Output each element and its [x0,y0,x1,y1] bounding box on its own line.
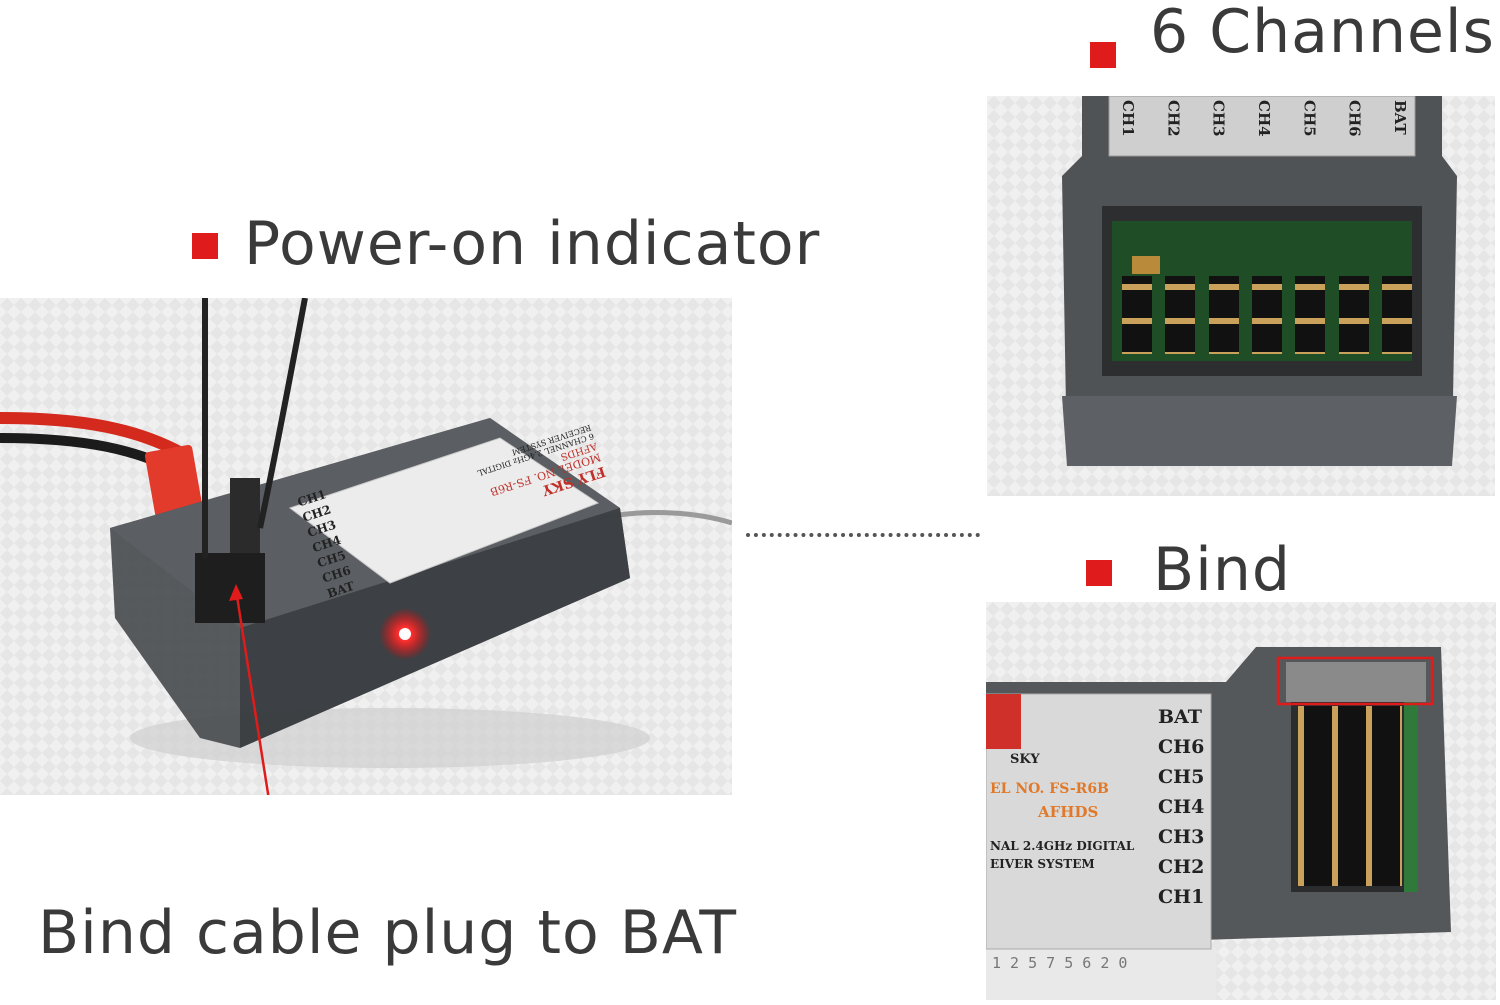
pin-column [1165,276,1196,354]
bullet-power-on [192,233,218,259]
caption-bind: Bind [1153,535,1291,605]
serial-number: 1 2 5 7 5 6 2 0 [992,954,1128,972]
bind-label-text: SKY EL NO. FS-R6B AFHDS NAL 2.4GHz DIGIT… [990,752,1152,871]
desc-line2: EIVER SYSTEM [990,857,1095,871]
port-label: CH3 [1158,826,1205,848]
port-label: BAT [1390,100,1409,135]
port-label: CH6 [1345,100,1364,137]
port-label: CH3 [1209,100,1228,137]
receiver-photo-bind: BAT CH6 CH5 CH4 CH3 CH2 CH1 SKY EL NO. F… [986,602,1496,1000]
port-label: CH4 [1254,100,1273,137]
caption-bind-cable: Bind cable plug to BAT [38,898,737,968]
top-port-labels: CH1 CH2 CH3 CH4 CH5 CH6 BAT [1119,100,1409,154]
desc-line1: NAL 2.4GHz DIGITAL [990,839,1135,853]
caption-power-on: Power-on indicator [244,209,821,279]
receiver-photo-channels: CH1 CH2 CH3 CH4 CH5 CH6 BAT [987,96,1495,496]
port-label: CH6 [1158,736,1205,758]
pin-column [1122,276,1152,354]
pin-column [1338,276,1369,354]
pin-column [1251,276,1282,354]
port-label: CH5 [1158,766,1205,788]
receiver-photo-main: FLY SKY MODEL NO. FS-R6B AFHDS 6 CHANNEL… [0,298,732,795]
port-label: BAT [1158,706,1202,728]
pin-headers [1122,276,1412,354]
port-label: CH4 [1158,796,1205,818]
caption-channels: 6 Channels [1150,0,1495,67]
pin-column [1381,276,1412,354]
dotted-connector [746,533,980,537]
port-label: CH5 [1300,100,1319,137]
bullet-bind [1086,560,1112,586]
bind-port-labels: BAT CH6 CH5 CH4 CH3 CH2 CH1 [1158,702,1204,912]
pin-column [1208,276,1239,354]
model-text: EL NO. FS-R6B [990,781,1109,797]
port-label: CH1 [1119,100,1137,137]
port-label: CH2 [1158,856,1205,878]
protocol-text: AFHDS [1038,803,1099,821]
bind-pin-headers [1298,706,1402,886]
pin-column [1295,276,1326,354]
port-label: CH2 [1164,100,1183,137]
port-label: CH1 [1158,886,1205,908]
bullet-channels [1090,42,1116,68]
brand-fragment: SKY [1010,752,1040,767]
